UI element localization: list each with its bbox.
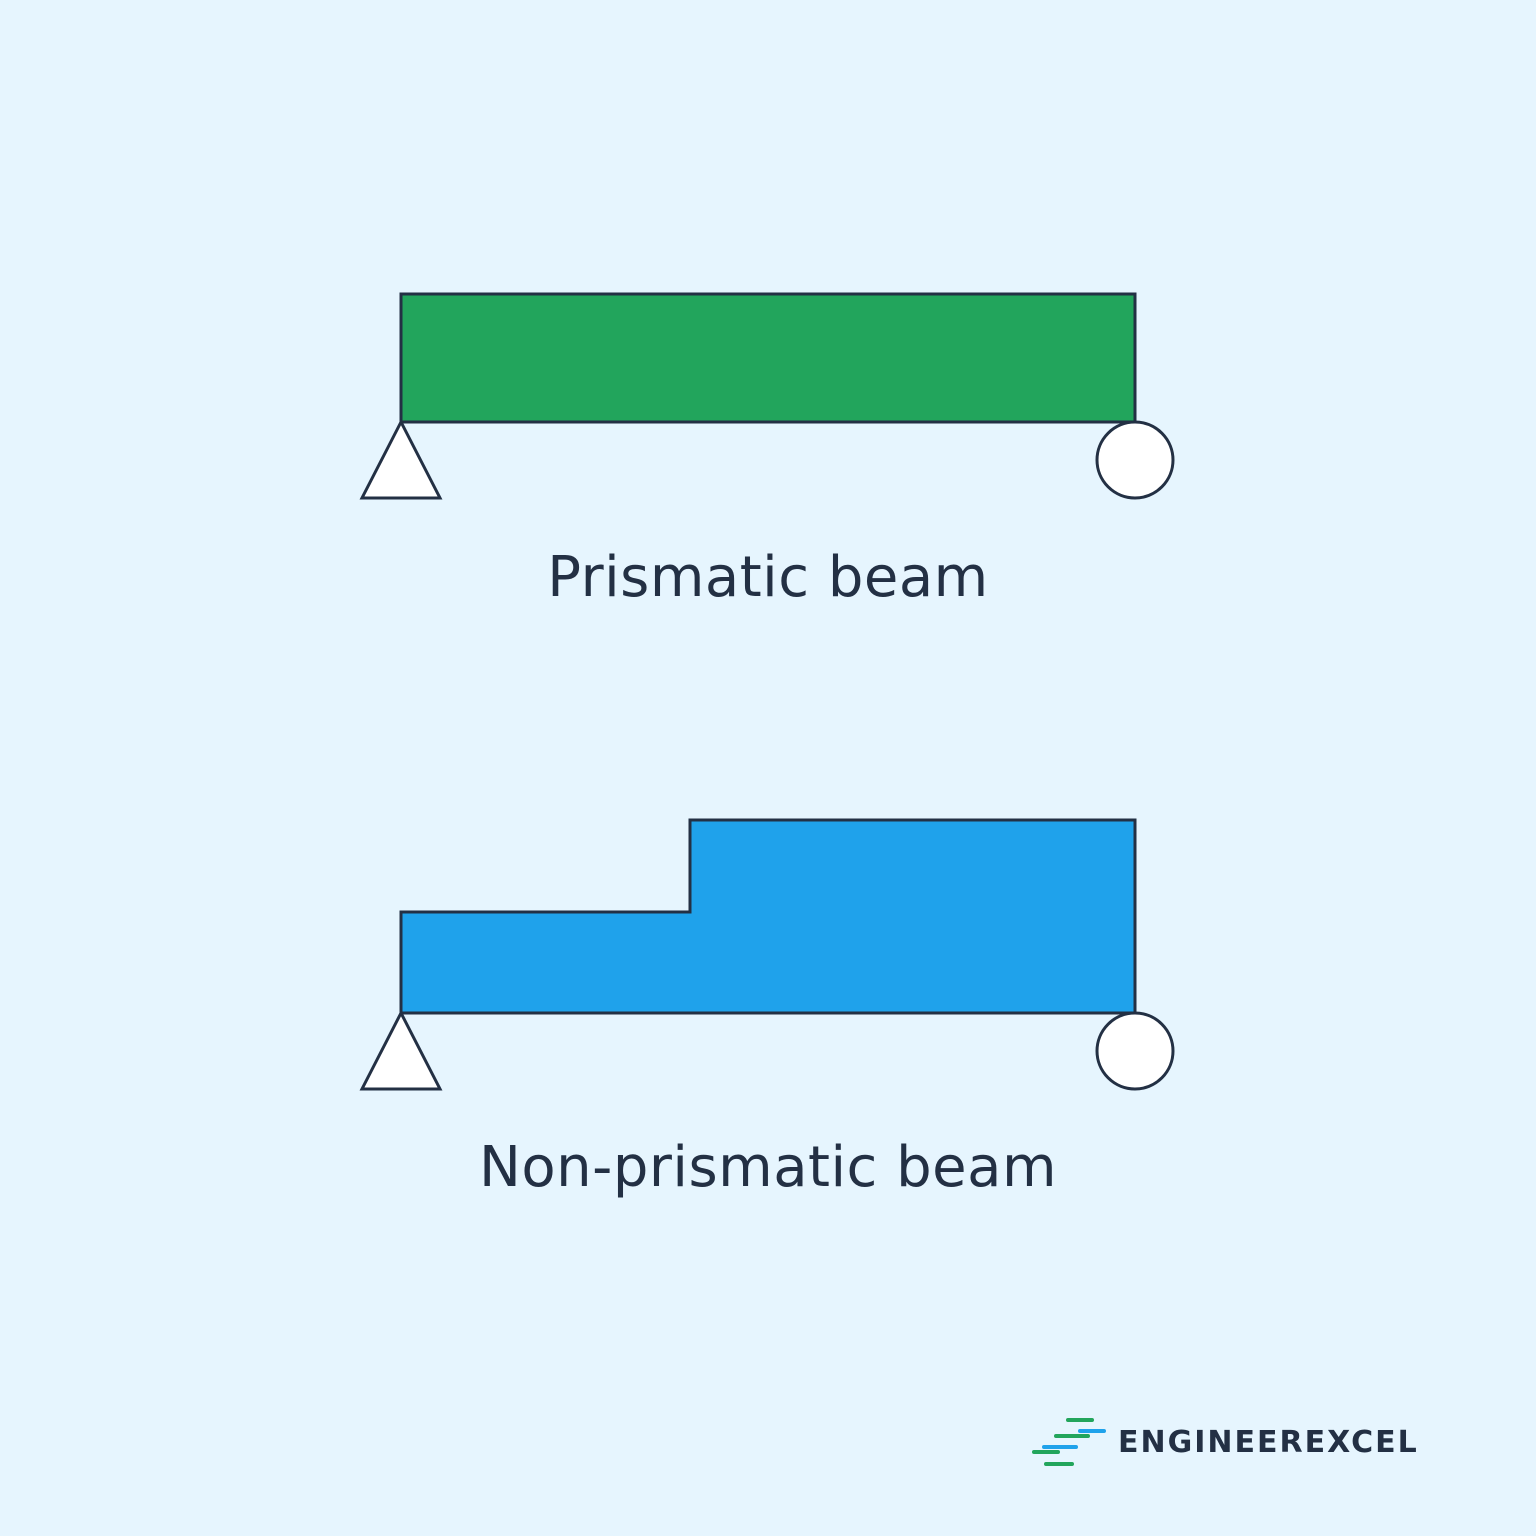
non-prismatic-beam-caption: Non-prismatic beam [479, 1135, 1057, 1200]
prismatic-beam-diagram [359, 292, 1175, 500]
pin-support-left-prismatic [359, 418, 443, 500]
prismatic-beam-caption: Prismatic beam [547, 545, 989, 610]
prismatic-beam-body [399, 292, 1137, 424]
engineerexcel-logo: ENGINEEREXCEL [1032, 1414, 1419, 1470]
speed-lines-icon [1032, 1418, 1106, 1466]
roller-support-right-non-prismatic [1095, 1011, 1175, 1091]
non-prismatic-beam-diagram [359, 818, 1175, 1091]
roller-support-right-prismatic [1095, 420, 1175, 500]
logo-wordmark: ENGINEEREXCEL [1118, 1424, 1419, 1460]
pin-support-left-non-prismatic [359, 1009, 443, 1091]
